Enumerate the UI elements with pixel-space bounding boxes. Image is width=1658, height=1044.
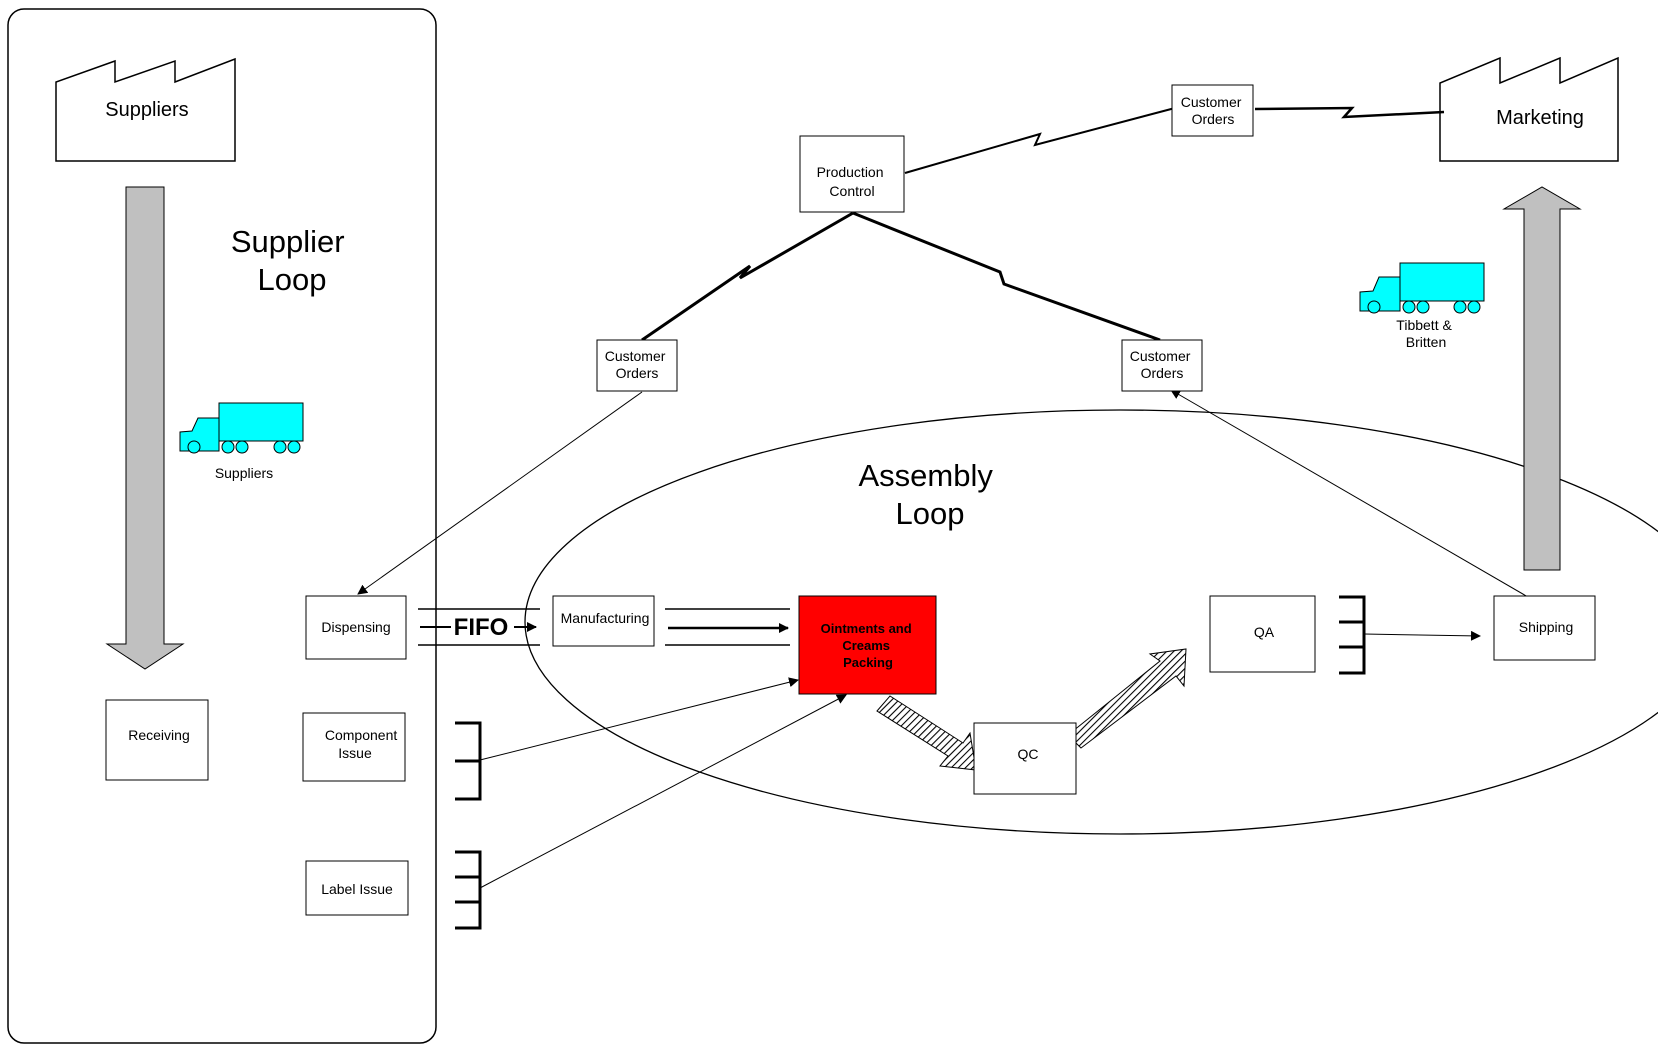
tibbett-truck-icon: [1359, 262, 1485, 314]
customer-orders-top-box: Customer Orders: [1171, 84, 1254, 137]
fifo-lane: FIFO: [418, 608, 540, 646]
supermarket-icon: [455, 850, 482, 930]
assembly-loop-ellipse: [524, 409, 1658, 835]
assembly-loop-label: Assembly Loop: [859, 458, 1002, 531]
manual-info-arrow: [357, 391, 643, 595]
svg-text:Customer Orders: Customer Orders: [605, 348, 670, 381]
packing-kaizen-box: Ointments and Creams Packing: [798, 595, 937, 695]
electronic-info-line: [904, 107, 1176, 174]
electronic-info-line: [1254, 106, 1445, 119]
suppliers-truck-icon: [179, 402, 304, 454]
component-issue-box: Component Issue: [302, 712, 406, 782]
svg-text:Label Issue: Label Issue: [321, 881, 393, 897]
svg-text:QC: QC: [1018, 746, 1039, 762]
electronic-info-line: [852, 211, 1161, 342]
svg-text:Component Issue: Component Issue: [325, 727, 401, 761]
supermarket-icon: [1339, 595, 1366, 675]
supplier-loop-label: Supplier Loop: [231, 224, 353, 297]
production-control-box: Production Control: [799, 135, 905, 213]
supplier-shipment-arrow: [105, 186, 185, 670]
qa-box: QA: [1209, 595, 1316, 673]
supermarket-icon: [455, 721, 482, 801]
svg-text:Ointments and Creams: Ointments and Creams Packing: [821, 621, 916, 670]
dispensing-box: Dispensing: [305, 595, 407, 660]
customer-orders-left-box: Customer Orders: [596, 339, 678, 392]
material-flow-arrow: [479, 694, 847, 889]
receiving-box: Receiving: [105, 699, 209, 781]
marketing-shipment-arrow: [1502, 186, 1582, 571]
push-arrow-icon: [1067, 648, 1187, 749]
material-flow-arrow: [1363, 630, 1481, 641]
manufacturing-box: Manufacturing: [552, 595, 655, 647]
material-flow-arrow: [479, 677, 799, 761]
suppliers-factory-icon: Suppliers: [55, 57, 236, 162]
label-issue-box: Label Issue: [305, 860, 409, 916]
svg-text:Customer Orders: Customer Orders: [1130, 348, 1195, 381]
suppliers-factory-label: Suppliers: [105, 99, 188, 121]
electronic-info-line: [641, 211, 854, 342]
marketing-factory-icon: Marketing: [1439, 56, 1619, 162]
svg-text:Manufacturing: Manufacturing: [561, 610, 650, 626]
shipping-box: Shipping: [1493, 595, 1596, 661]
supplier-loop-region: [7, 8, 437, 1044]
marketing-factory-label: Marketing: [1496, 107, 1584, 129]
fifo-label: FIFO: [454, 614, 509, 641]
svg-text:Dispensing: Dispensing: [321, 619, 390, 635]
customer-orders-right-box: Customer Orders: [1121, 339, 1203, 392]
svg-text:QA: QA: [1254, 624, 1275, 640]
push-lane: [665, 608, 790, 646]
qc-box: QC: [973, 722, 1077, 795]
svg-text:Shipping: Shipping: [1519, 619, 1574, 635]
manual-info-arrow: [1170, 389, 1529, 598]
svg-text:Production Control: Production Control: [817, 164, 888, 199]
push-arrow-icon: [876, 695, 977, 771]
tibbett-truck-label: Tibbett & Britten: [1396, 317, 1455, 350]
svg-text:Receiving: Receiving: [128, 727, 189, 743]
suppliers-truck-label: Suppliers: [215, 465, 273, 481]
svg-text:Customer Orders: Customer Orders: [1181, 94, 1246, 127]
